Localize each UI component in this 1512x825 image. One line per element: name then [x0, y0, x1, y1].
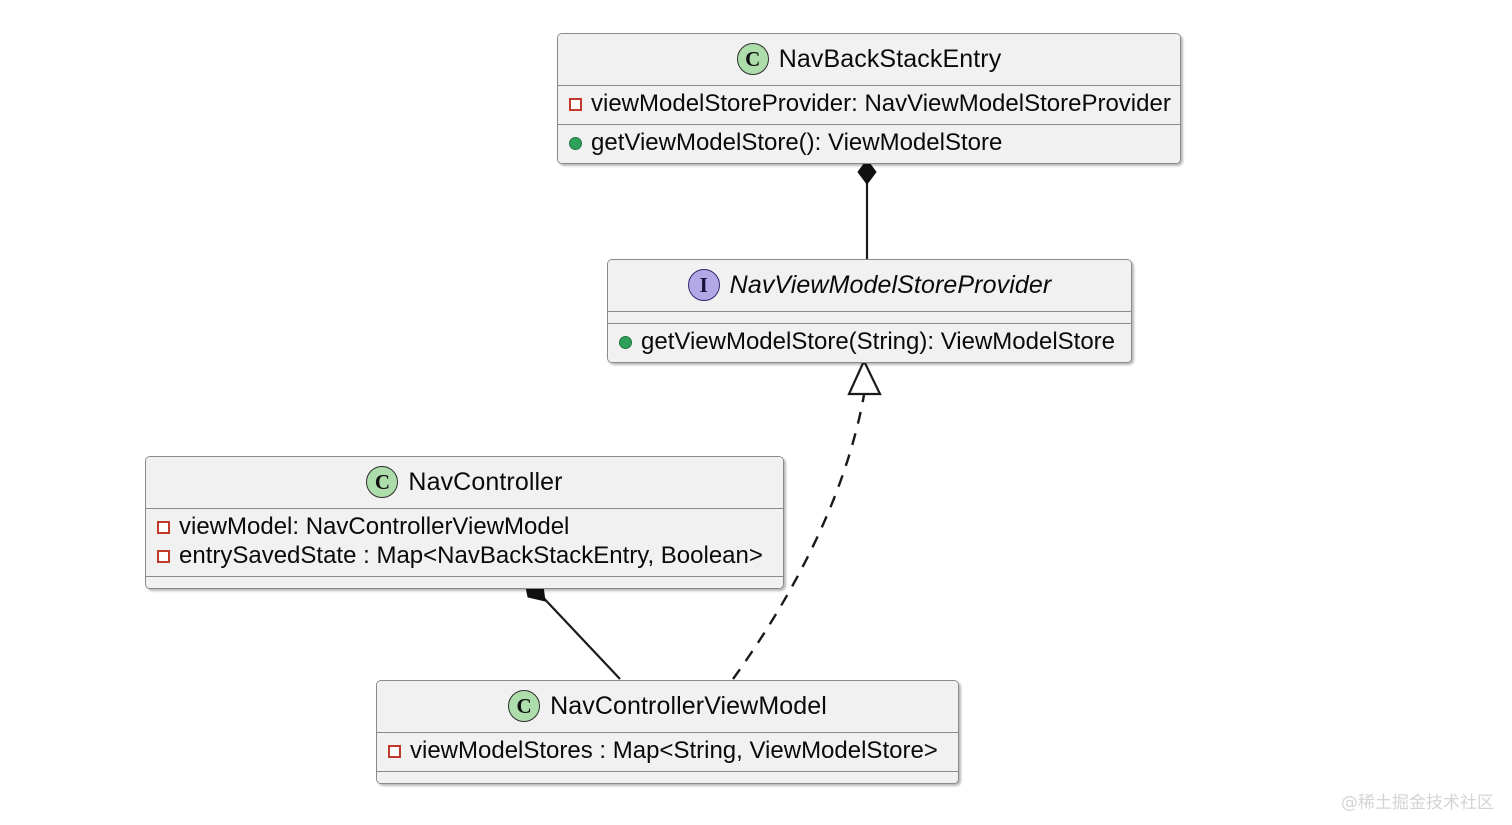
field-row[interactable]: viewModelStores : Map<String, ViewModelS… [377, 737, 958, 766]
fields-compartment: viewModelStores : Map<String, ViewModelS… [377, 732, 958, 771]
private-field-icon [569, 97, 582, 111]
methods-compartment-empty [377, 770, 958, 783]
field-row[interactable]: viewModelStoreProvider: NavViewModelStor… [558, 90, 1180, 119]
watermark-label: @稀土掘金技术社区 [1341, 793, 1494, 813]
private-field-icon [388, 744, 401, 758]
field-label: viewModel: NavControllerViewModel [179, 513, 570, 540]
class-node-navbackstackentry[interactable]: C NavBackStackEntry viewModelStoreProvid… [557, 33, 1181, 164]
class-name-label: NavControllerViewModel [550, 691, 827, 720]
class-name-label: NavController [408, 467, 563, 496]
class-stereotype-icon: C [508, 690, 541, 722]
node-header: C NavController [146, 457, 783, 508]
field-label: entrySavedState : Map<NavBackStackEntry,… [179, 541, 763, 569]
method-label: getViewModelStore(String): ViewModelStor… [641, 328, 1116, 355]
hollow-triangle-icon [847, 358, 882, 396]
node-header: C NavBackStackEntry [558, 34, 1180, 85]
field-row[interactable]: viewModel: NavControllerViewModel [146, 513, 783, 542]
method-label: getViewModelStore(): ViewModelStore [591, 128, 1003, 156]
private-field-icon [157, 549, 170, 563]
fields-compartment: viewModelStoreProvider: NavViewModelStor… [558, 85, 1180, 124]
class-name-label: NavBackStackEntry [778, 44, 1002, 73]
interface-stereotype-icon: I [687, 269, 720, 301]
node-header: C NavControllerViewModel [377, 681, 958, 732]
public-method-icon [569, 136, 582, 150]
node-header: I NavViewModelStoreProvider [608, 260, 1131, 311]
edge-line [536, 590, 621, 680]
field-label: viewModelStoreProvider: NavViewModelStor… [591, 90, 1171, 117]
method-row[interactable]: getViewModelStore(String): ViewModelStor… [608, 328, 1131, 357]
class-node-navcontrollerviewmodel[interactable]: C NavControllerViewModel viewModelStores… [376, 680, 959, 784]
class-node-navcontroller[interactable]: C NavController viewModel: NavController… [145, 456, 784, 589]
methods-compartment: getViewModelStore(): ViewModelStore [558, 123, 1180, 163]
fields-compartment-empty [608, 311, 1131, 323]
methods-compartment-empty [146, 575, 783, 588]
public-method-icon [619, 335, 632, 349]
edge-composition-controller-viewmodel [524, 581, 621, 680]
methods-compartment: getViewModelStore(String): ViewModelStor… [608, 323, 1131, 362]
field-label: viewModelStores : Map<String, ViewModelS… [410, 737, 938, 764]
edge-composition-entry-provider [857, 159, 877, 259]
field-row[interactable]: entrySavedState : Map<NavBackStackEntry,… [146, 542, 783, 571]
interface-name-label: NavViewModelStoreProvider [729, 270, 1052, 299]
method-row[interactable]: getViewModelStore(): ViewModelStore [558, 129, 1180, 158]
private-field-icon [157, 520, 170, 534]
interface-node-navviewmodelstoreprovider[interactable]: I NavViewModelStoreProvider getViewModel… [607, 259, 1132, 363]
class-stereotype-icon: C [366, 466, 399, 498]
class-stereotype-icon: C [736, 43, 769, 75]
fields-compartment: viewModel: NavControllerViewModel entryS… [146, 508, 783, 576]
